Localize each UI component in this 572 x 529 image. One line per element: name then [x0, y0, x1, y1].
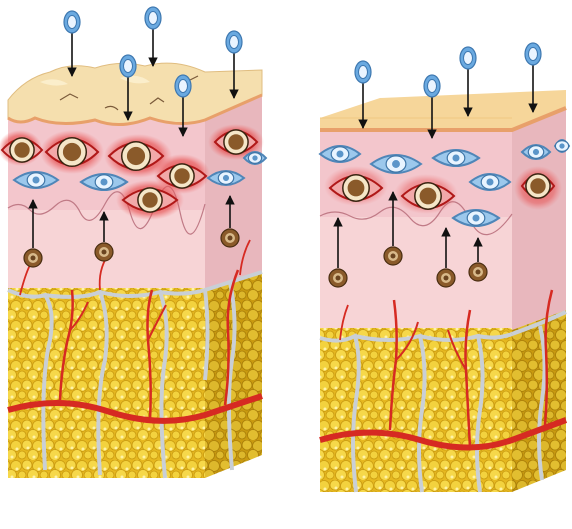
incoming-marker: [145, 7, 161, 66]
healthy-skin-block: [320, 43, 569, 492]
skin-cell: [244, 152, 266, 164]
skin-cell: [555, 140, 569, 152]
damaged-skin-block: [0, 7, 266, 478]
fat-layer: [320, 328, 512, 492]
